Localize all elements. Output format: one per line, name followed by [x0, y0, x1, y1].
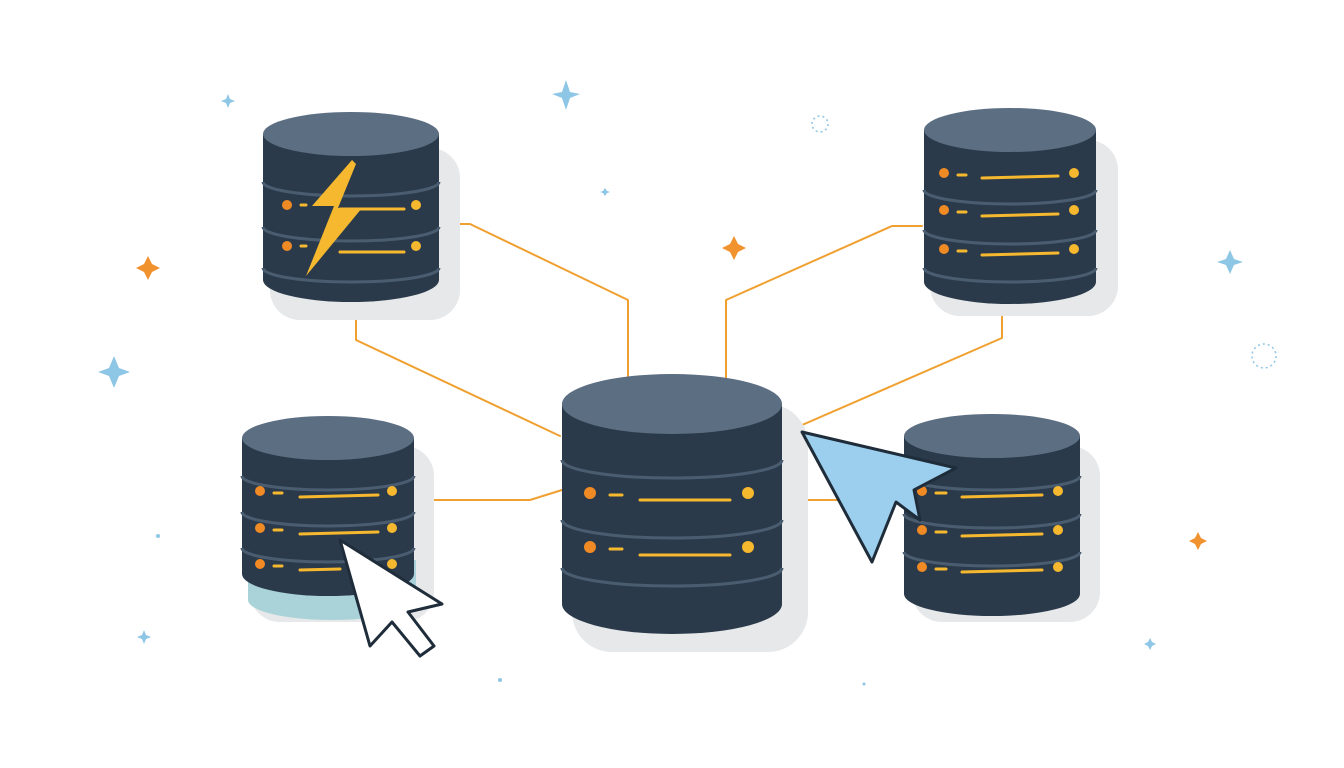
arrow-cursor-icon [800, 430, 958, 564]
database-node [261, 112, 460, 320]
connector-line [439, 223, 629, 379]
database-node [902, 414, 1100, 622]
database-node [560, 374, 808, 652]
sparkle-icon [1189, 532, 1207, 550]
sparkle-icon [722, 236, 746, 260]
dot [156, 534, 160, 538]
connector-line [413, 489, 563, 501]
database-icon [261, 112, 460, 320]
decorations [98, 80, 1277, 686]
sparkle-icon [552, 80, 580, 110]
connector-line [355, 307, 561, 437]
database-node [922, 108, 1118, 316]
sparkle-icon [1144, 638, 1156, 650]
connector-line [785, 307, 1003, 433]
connector-line [725, 225, 923, 379]
sparkle-icon [1217, 250, 1243, 274]
sparkle-icon [98, 356, 130, 388]
lightning-bolt-icon [306, 160, 362, 276]
sparkle-icon [600, 188, 610, 196]
sparkle-icon [136, 256, 160, 280]
dotted-circle-icon [1251, 343, 1277, 369]
sparkle-icon [137, 630, 151, 644]
dotted-circle-icon [811, 115, 829, 133]
dot [862, 682, 866, 686]
database-icon [902, 414, 1100, 622]
dot [498, 678, 502, 682]
sparkle-icon [221, 94, 235, 108]
database-icon [922, 108, 1118, 316]
database-icon [560, 374, 808, 652]
arrow-cursor-icon [338, 538, 444, 658]
